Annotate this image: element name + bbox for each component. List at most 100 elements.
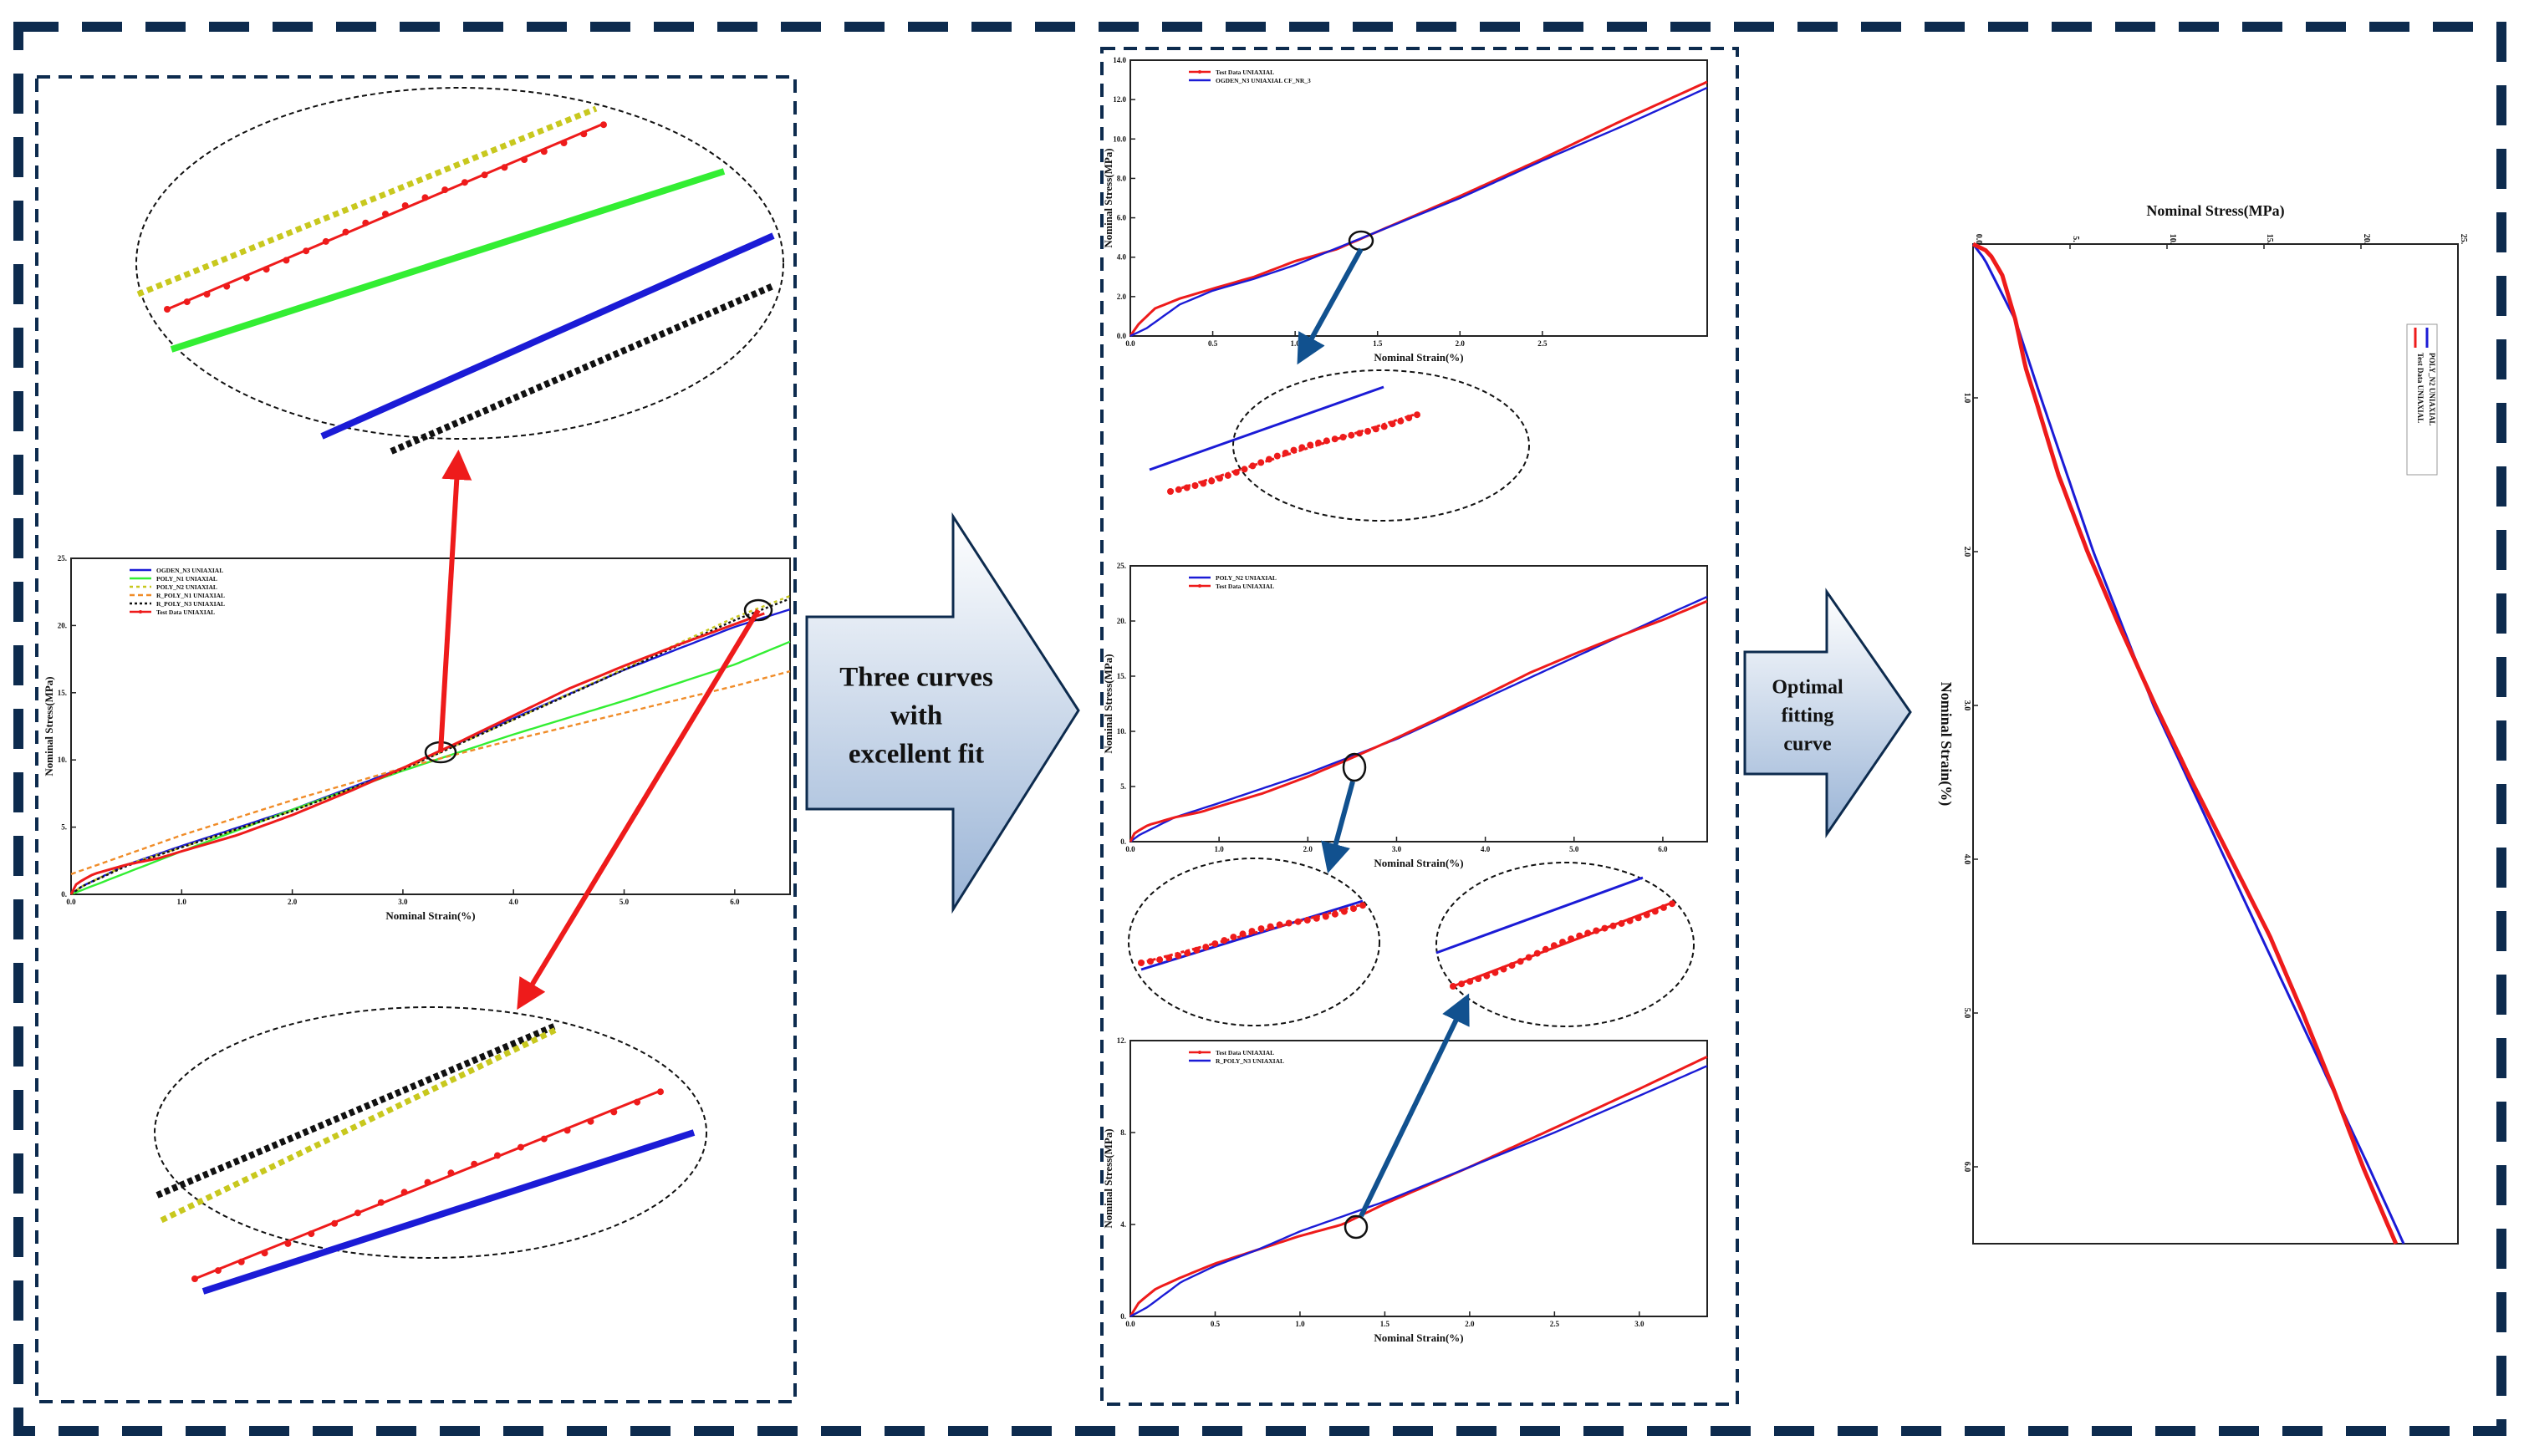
- zoom-marker: [1156, 956, 1164, 964]
- zoom-marker: [1183, 484, 1191, 491]
- legend-entry: POLY_N1 UNIAXIAL: [156, 575, 217, 583]
- y-tick-label: 10.0: [1113, 135, 1126, 143]
- zoom-line: [1149, 385, 1384, 471]
- y-tick-label: 0.: [61, 890, 67, 899]
- strain-tick-label: 5.0: [1962, 1008, 1971, 1019]
- zoom-marker: [1211, 940, 1219, 948]
- zoom-marker: [1294, 918, 1302, 925]
- outer-frame: [13, 22, 2506, 1436]
- callout-arrow-red: [438, 449, 472, 753]
- x-tick-label: 2.5: [1537, 339, 1548, 348]
- legend-marker: [1198, 1051, 1201, 1054]
- zoom-marker: [382, 211, 389, 218]
- stress-tick-label: 20.: [2362, 234, 2371, 245]
- series-line: [1129, 1055, 1708, 1317]
- zoom-marker: [1348, 431, 1355, 439]
- middle-panel-frame: [1100, 47, 1739, 1406]
- legend-entry: R_POLY_N1 UNIAXIAL: [156, 592, 225, 599]
- zoom-marker: [1389, 420, 1396, 428]
- plot-frame: [70, 557, 791, 895]
- y-tick-label: 5.: [1120, 782, 1126, 791]
- zoom-marker: [1224, 471, 1231, 479]
- y-tick-label: 5.: [61, 823, 67, 832]
- y-tick-label: 8.: [1120, 1128, 1126, 1137]
- zoom-marker: [1230, 934, 1237, 941]
- zoom-marker: [1165, 955, 1173, 961]
- stress-tick-label: 10.: [2168, 234, 2177, 245]
- zoom-marker: [1525, 954, 1532, 961]
- arrow-label-line: Three curves: [839, 663, 993, 693]
- zoom-marker: [1356, 430, 1364, 437]
- zoom-marker: [1458, 980, 1466, 988]
- zoom-marker: [1266, 456, 1272, 463]
- x-tick-label: 3.0: [398, 898, 408, 906]
- x-tick-label: 6.0: [730, 898, 740, 906]
- zoom-marker: [1273, 452, 1281, 460]
- zoom-marker: [322, 237, 329, 245]
- zoom-marker: [447, 1169, 455, 1177]
- zoom-marker: [1339, 434, 1347, 440]
- zoom-marker: [1669, 900, 1675, 908]
- stress-tick-label: 0.0: [1974, 234, 1983, 245]
- arrow-label-line: with: [890, 701, 942, 731]
- zoom-marker: [237, 1258, 245, 1265]
- zoom-marker: [284, 1240, 292, 1247]
- zoom-marker: [1601, 924, 1609, 932]
- arrow-label-line: curve: [1783, 733, 1832, 755]
- legend-box: [2406, 323, 2438, 476]
- stress-axis-label: Nominal Stress(MPa): [2146, 202, 2284, 220]
- zoom-marker: [191, 1275, 198, 1282]
- callout-arrow-blue: [1297, 247, 1364, 365]
- focus-circle: [1344, 1214, 1369, 1240]
- arrow-label-line: excellent fit: [849, 740, 984, 770]
- zoom-marker: [1193, 946, 1201, 954]
- zoom-marker: [494, 1152, 501, 1159]
- zoom-line: [1435, 876, 1644, 955]
- zoom-marker: [263, 266, 270, 273]
- zoom-marker: [1313, 914, 1320, 922]
- zoom-marker: [1208, 477, 1216, 485]
- y-axis-label: Nominal Stress(MPa): [1102, 1128, 1114, 1228]
- series-line: [1971, 242, 2399, 1245]
- zoom-marker: [1221, 937, 1228, 944]
- y-tick-label: 14.0: [1113, 56, 1126, 64]
- zoom-marker: [1517, 958, 1524, 965]
- zoom-left-top: [135, 87, 784, 455]
- zoom-marker: [303, 247, 310, 255]
- y-tick-label: 0.: [1120, 1312, 1126, 1321]
- zoom-marker: [1405, 415, 1413, 422]
- x-tick-label: 2.0: [1303, 845, 1313, 853]
- x-tick-label: 1.5: [1380, 1320, 1390, 1328]
- arrow1-label: Three curves with excellent fit: [839, 663, 993, 770]
- zoom-ellipse: [154, 1006, 707, 1259]
- series-line: [1129, 1065, 1708, 1318]
- legend-entry: POLY_N2 UNIAXIAL: [156, 583, 217, 591]
- strain-tick-label: 1.0: [1962, 393, 1971, 404]
- zoom-marker: [1331, 910, 1338, 918]
- y-axis-label: Nominal Stress(MPa): [43, 676, 55, 776]
- zoom-marker: [1175, 952, 1182, 960]
- zoom-marker: [1257, 459, 1265, 466]
- legend-entry: POLY_N2 UNIAXIAL: [2428, 353, 2436, 425]
- zoom-marker: [501, 164, 508, 171]
- zoom-marker: [1276, 921, 1283, 929]
- x-axis-label: Nominal Strain(%): [1374, 857, 1463, 869]
- zoom-ellipse: [135, 87, 784, 440]
- x-axis-label: Nominal Strain(%): [1374, 351, 1463, 364]
- zoom-ellipse: [1232, 369, 1530, 522]
- plot-frame: [1972, 243, 2459, 1245]
- zoom-marker: [521, 156, 528, 163]
- x-tick-label: 0.0: [1125, 339, 1135, 348]
- zoom-marker: [1249, 462, 1257, 470]
- zoom-marker: [471, 1160, 478, 1168]
- zoom-marker: [400, 1189, 408, 1196]
- zoom-marker: [261, 1250, 268, 1257]
- zoom-callouts: [135, 87, 1695, 1295]
- arrow2-block: [1743, 588, 1912, 838]
- zoom-marker: [1651, 908, 1659, 915]
- y-tick-label: 20.: [58, 621, 67, 629]
- zoom-marker: [1138, 960, 1145, 966]
- zoom-marker: [1298, 444, 1306, 451]
